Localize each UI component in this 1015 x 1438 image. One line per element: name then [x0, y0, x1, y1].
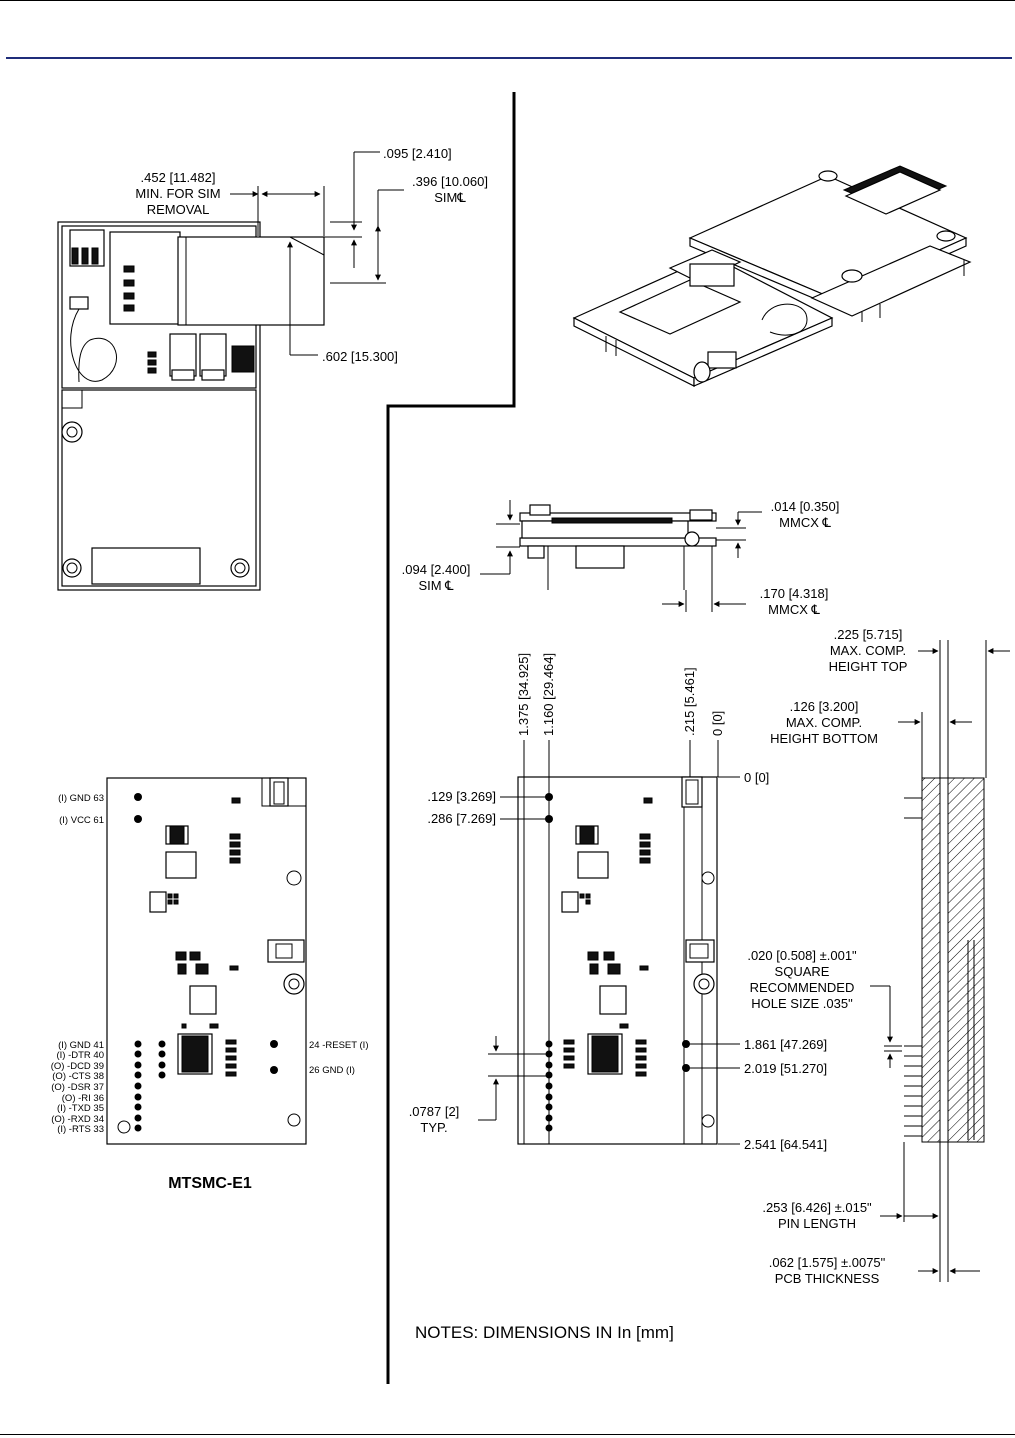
- dim-094-1: .094 [2.400]: [402, 562, 471, 577]
- dim-396-2: SIM℄: [434, 190, 466, 205]
- dim-225-3: HEIGHT TOP: [829, 659, 908, 674]
- dim-014-1: .014 [0.350]: [771, 499, 840, 514]
- dim-062-2: PCB THICKNESS: [775, 1271, 880, 1286]
- dim-020-4: HOLE SIZE .035": [751, 996, 853, 1011]
- pin-gnd-26: 26 GND (I): [309, 1065, 355, 1076]
- pin-reset-24: 24 -RESET (I): [309, 1040, 368, 1051]
- dim-020-1: .020 [0.508] ±.001": [747, 948, 857, 963]
- dim-0-vertical: 0 [0]: [710, 711, 725, 736]
- dim-014-2: MMCX ℄: [779, 515, 831, 530]
- pin-gnd-41: (I) GND 41: [58, 1040, 104, 1051]
- dim-126-2: MAX. COMP.: [786, 715, 862, 730]
- edge-view: [904, 640, 985, 1282]
- header-rule: [6, 57, 1012, 59]
- dim-pitch-2: TYP.: [420, 1120, 447, 1135]
- pin-ri-36: (O) -RI 36: [62, 1093, 104, 1104]
- top-rule: [0, 0, 1015, 1]
- pin-dcd-39: (O) -DCD 39: [51, 1061, 104, 1072]
- dim-020-3: RECOMMENDED: [750, 980, 855, 995]
- dimension-notes: NOTES: DIMENSIONS IN In [mm]: [415, 1323, 674, 1342]
- dim-253-1: .253 [6.426] ±.015": [762, 1200, 872, 1215]
- model-title: MTSMC-E1: [168, 1175, 252, 1192]
- dim-2541: 2.541 [64.541]: [744, 1137, 827, 1152]
- side-view: [519, 504, 717, 590]
- dim-126-3: HEIGHT BOTTOM: [770, 731, 878, 746]
- dim-225-2: MAX. COMP.: [830, 643, 906, 658]
- dim-095: .095 [2.410]: [383, 146, 452, 161]
- dim-pitch-1: .0787 [2]: [409, 1104, 460, 1119]
- dim-sim-removal-3: REMOVAL: [147, 202, 210, 217]
- side-view-labels: .014 [0.350] MMCX ℄ .094 [2.400] SIM ℄ .…: [402, 499, 840, 617]
- dim-253-2: PIN LENGTH: [778, 1216, 856, 1231]
- side-view-dimensions: [480, 500, 762, 612]
- dim-170-1: .170 [4.318]: [760, 586, 829, 601]
- dim-215: .215 [5.461]: [682, 667, 697, 736]
- pin-dsr-37: (O) -DSR 37: [51, 1082, 104, 1093]
- bottom-view-labels: 1.375 [34.925] 1.160 [29.464] .215 [5.46…: [409, 653, 827, 1152]
- pinout-dots: [134, 793, 278, 1132]
- pin-vcc-61: (I) VCC 61: [59, 815, 104, 826]
- pin-dtr-40: (I) -DTR 40: [57, 1050, 105, 1061]
- isometric-view: [572, 165, 972, 387]
- dim-020-2: SQUARE: [775, 964, 830, 979]
- dim-0-horizontal: 0 [0]: [744, 770, 769, 785]
- dim-1861: 1.861 [47.269]: [744, 1037, 827, 1052]
- dim-225-1: .225 [5.715]: [834, 627, 903, 642]
- dim-1160: 1.160 [29.464]: [541, 653, 556, 736]
- bottom-rule: [0, 1434, 1015, 1435]
- pinout-labels: (I) GND 63 (I) VCC 61 (I) GND 41 (I) -DT…: [51, 793, 369, 1192]
- bottom-view-board: [517, 776, 718, 1145]
- pin-cts-38: (O) -CTS 38: [52, 1071, 104, 1082]
- section-divider: [386, 92, 516, 1384]
- pin-rts-33: (I) -RTS 33: [57, 1124, 104, 1135]
- edge-view-labels: .225 [5.715] MAX. COMP. HEIGHT TOP .126 …: [747, 627, 907, 1286]
- pin-rxd-34: (O) -RXD 34: [51, 1114, 104, 1125]
- dim-602: .602 [15.300]: [322, 349, 398, 364]
- dim-170-2: MMCX ℄: [768, 602, 820, 617]
- dim-062-1: .062 [1.575] ±.0075": [769, 1255, 886, 1270]
- top-view-dimensions: [230, 151, 404, 356]
- pin-gnd-63: (I) GND 63: [58, 793, 104, 804]
- top-view-labels: .452 [11.482] MIN. FOR SIM REMOVAL .095 …: [135, 146, 488, 364]
- dim-sim-removal-2: MIN. FOR SIM: [135, 186, 220, 201]
- bottom-view-dots: [545, 793, 690, 1132]
- dim-2019: 2.019 [51.270]: [744, 1061, 827, 1076]
- pinout-board: [106, 777, 307, 1145]
- dim-129: .129 [3.269]: [427, 789, 496, 804]
- pin-txd-35: (I) -TXD 35: [57, 1103, 104, 1114]
- top-view-board: [57, 221, 325, 591]
- dim-094-2: SIM ℄: [418, 578, 454, 593]
- dim-1375: 1.375 [34.925]: [516, 653, 531, 736]
- edge-view-dimensions: [870, 640, 1010, 1274]
- dim-sim-removal-1: .452 [11.482]: [141, 170, 216, 185]
- dim-286: .286 [7.269]: [427, 811, 496, 826]
- dim-126-1: .126 [3.200]: [790, 699, 859, 714]
- dim-396-1: .396 [10.060]: [412, 174, 488, 189]
